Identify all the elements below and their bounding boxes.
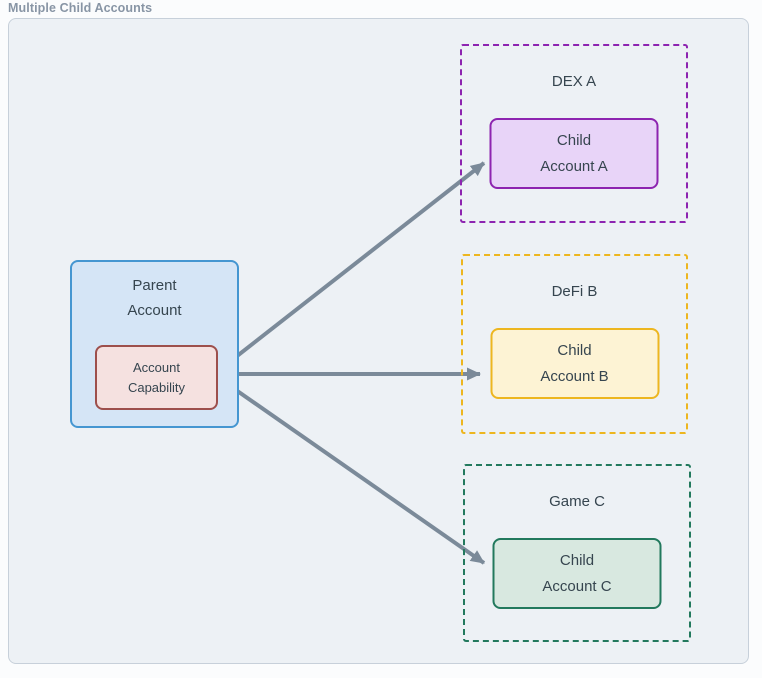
child-account-b-label: Child Account B — [540, 341, 609, 385]
account-capability-node: Account Capability — [95, 345, 218, 410]
child-account-b-node: Child Account B — [490, 328, 659, 399]
page-title: Multiple Child Accounts — [8, 1, 153, 15]
child-account-c-label: Child Account C — [542, 551, 612, 595]
defi-b-group-label: DeFi B — [551, 283, 598, 300]
account-capability-label: Account Capability — [127, 359, 186, 395]
child-account-a-label: Child Account A — [540, 131, 608, 175]
parent-account-node: Parent Account Account Capability — [70, 260, 239, 428]
parent-account-label: Parent Account — [127, 277, 182, 319]
game-c-group-label: Game C — [549, 493, 605, 510]
diagram-panel: Parent Account Account Capability DEX A … — [8, 18, 749, 664]
game-c-group: Game C Child Account C — [463, 464, 691, 642]
dex-a-group-label: DEX A — [551, 73, 597, 90]
arrow-capability-to-child-c — [221, 379, 486, 565]
child-account-c-node: Child Account C — [492, 538, 662, 609]
dex-a-group: DEX A Child Account A — [460, 44, 688, 223]
arrow-capability-to-child-a — [221, 161, 486, 369]
defi-b-group: DeFi B Child Account B — [461, 254, 688, 434]
child-account-a-node: Child Account A — [489, 118, 659, 189]
